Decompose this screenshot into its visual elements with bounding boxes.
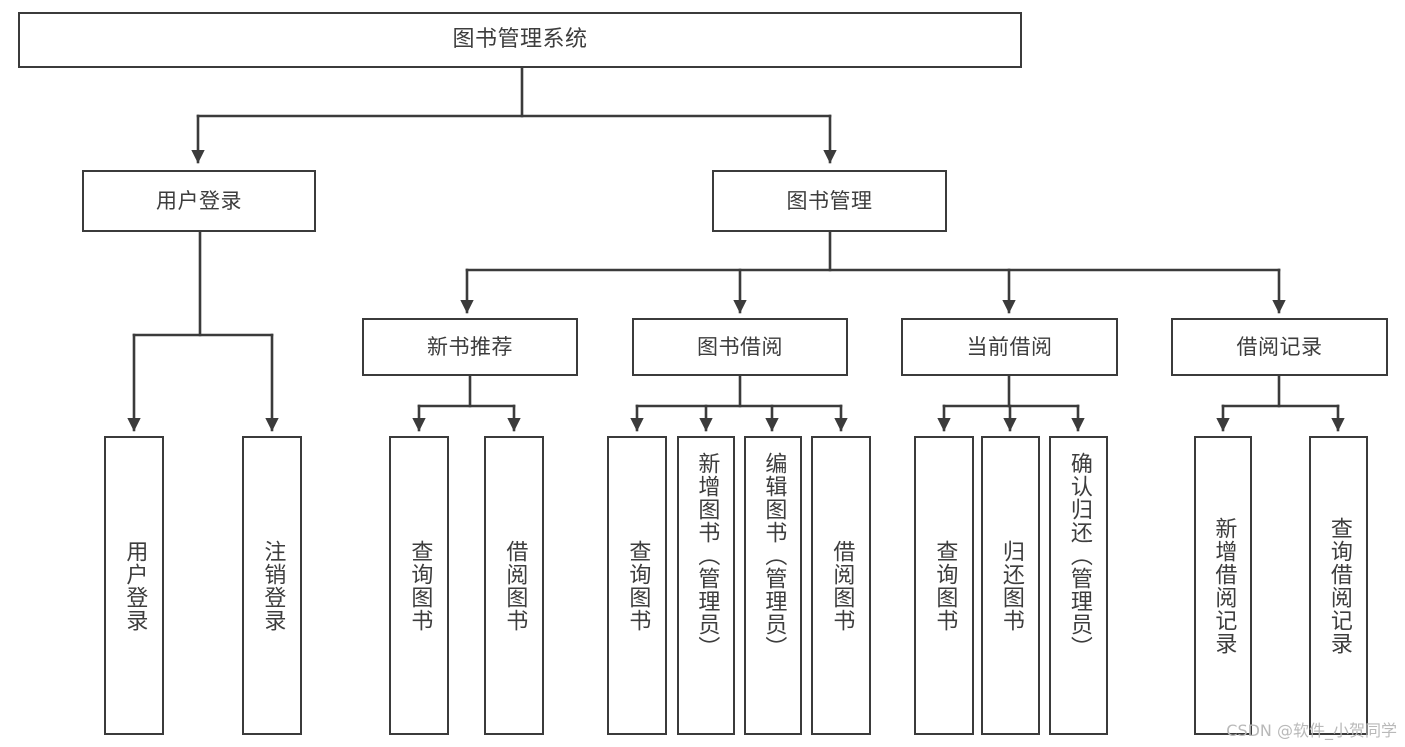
node-borrow-record[interactable]: 借阅记录 (1171, 318, 1388, 376)
node-label: 归还图书 (998, 539, 1024, 632)
node-book-borrow[interactable]: 图书借阅 (632, 318, 848, 376)
node-label: 借阅记录 (1236, 334, 1323, 359)
node-label: 图书借阅 (697, 334, 783, 359)
node-label: 新增图书（管理员） (694, 452, 720, 659)
node-label: 查询借阅记录 (1326, 516, 1352, 655)
node-book-management[interactable]: 图书管理 (712, 170, 947, 232)
leaf-query-book-recommend[interactable]: 查询图书 (389, 436, 449, 735)
node-label: 借阅图书 (502, 539, 528, 632)
leaf-borrow-book[interactable]: 借阅图书 (811, 436, 871, 735)
node-label: 确认归还（管理员） (1066, 452, 1092, 659)
leaf-query-book-borrow[interactable]: 查询图书 (607, 436, 667, 735)
leaf-add-book-admin[interactable]: 新增图书（管理员） (677, 436, 735, 735)
node-label: 借阅图书 (829, 539, 855, 632)
node-label: 用户登录 (156, 188, 242, 213)
leaf-query-borrow-record[interactable]: 查询借阅记录 (1309, 436, 1368, 735)
leaf-query-book-current[interactable]: 查询图书 (914, 436, 974, 735)
node-label: 查询图书 (625, 539, 651, 632)
node-label: 注销登录 (260, 539, 286, 632)
leaf-add-borrow-record[interactable]: 新增借阅记录 (1194, 436, 1252, 735)
node-label: 用户登录 (122, 539, 148, 632)
node-label: 图书管理系统 (452, 27, 588, 52)
leaf-edit-book-admin[interactable]: 编辑图书（管理员） (744, 436, 802, 735)
node-root-system[interactable]: 图书管理系统 (18, 12, 1022, 68)
leaf-borrow-book-recommend[interactable]: 借阅图书 (484, 436, 544, 735)
leaf-logout[interactable]: 注销登录 (242, 436, 302, 735)
leaf-user-login[interactable]: 用户登录 (104, 436, 164, 735)
node-label: 当前借阅 (966, 334, 1053, 359)
node-label: 新书推荐 (427, 334, 513, 359)
node-label: 图书管理 (786, 188, 873, 213)
node-label: 查询图书 (932, 539, 958, 632)
node-current-borrow[interactable]: 当前借阅 (901, 318, 1118, 376)
node-new-book-recommend[interactable]: 新书推荐 (362, 318, 578, 376)
node-label: 新增借阅记录 (1211, 516, 1237, 655)
leaf-return-book[interactable]: 归还图书 (981, 436, 1040, 735)
leaf-confirm-return-admin[interactable]: 确认归还（管理员） (1049, 436, 1108, 735)
node-user-login[interactable]: 用户登录 (82, 170, 316, 232)
node-label: 查询图书 (407, 539, 433, 632)
node-label: 编辑图书（管理员） (761, 452, 787, 659)
